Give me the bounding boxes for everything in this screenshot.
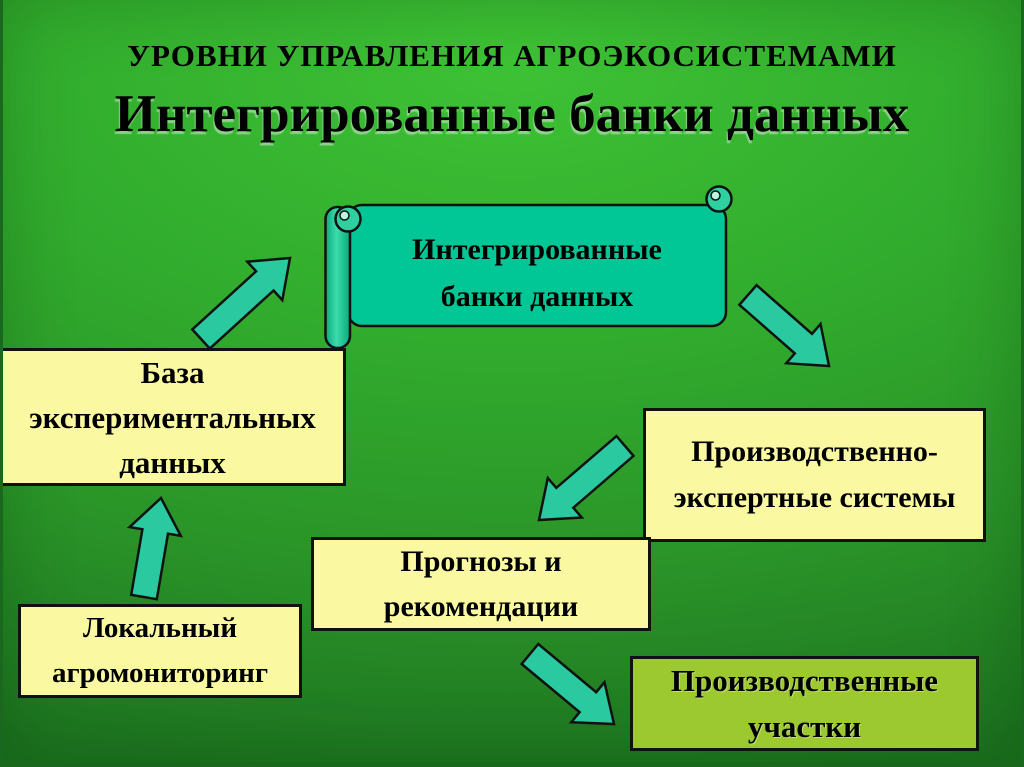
node-forecasts-recommendations-label: Прогнозы и рекомендации bbox=[383, 545, 579, 623]
page-title: Интегрированные банки данных bbox=[114, 85, 910, 143]
scroll-banner-label: Интегрированные банки данных bbox=[412, 233, 662, 313]
scroll-curl-right-icon bbox=[705, 185, 733, 213]
arrow-experimental-database-to-banner-icon bbox=[190, 256, 292, 351]
node-local-agromonitoring-label: Локальный агромониторинг bbox=[51, 612, 269, 689]
node-production-sites: Производственные участки bbox=[630, 656, 979, 751]
node-forecasts-recommendations: Прогнозы и рекомендации bbox=[311, 537, 651, 631]
node-production-expert-systems-label: Производственно-экспертные системы bbox=[673, 435, 956, 514]
node-production-sites-label: Производственные участки bbox=[670, 662, 939, 744]
node-production-expert-systems: Производственно-экспертные системы bbox=[643, 408, 986, 542]
node-experimental-database-label: База экспериментальных данных bbox=[29, 354, 316, 480]
arrow-banner-to-production-expert-systems-icon bbox=[737, 283, 831, 368]
scroll-curl-left-icon bbox=[334, 205, 362, 233]
arrow-local-agromonitoring-to-experimental-database-icon bbox=[126, 495, 184, 601]
arrow-production-expert-systems-to-forecasts-icon bbox=[537, 434, 636, 522]
slide-kicker: УРОВНИ УПРАВЛЕНИЯ АГРОЭКОСИСТЕМАМИ bbox=[127, 38, 897, 73]
node-experimental-database: База экспериментальных данных bbox=[3, 348, 346, 486]
node-local-agromonitoring: Локальный агромониторинг bbox=[18, 604, 302, 698]
arrow-forecasts-to-production-sites-icon bbox=[519, 642, 616, 726]
